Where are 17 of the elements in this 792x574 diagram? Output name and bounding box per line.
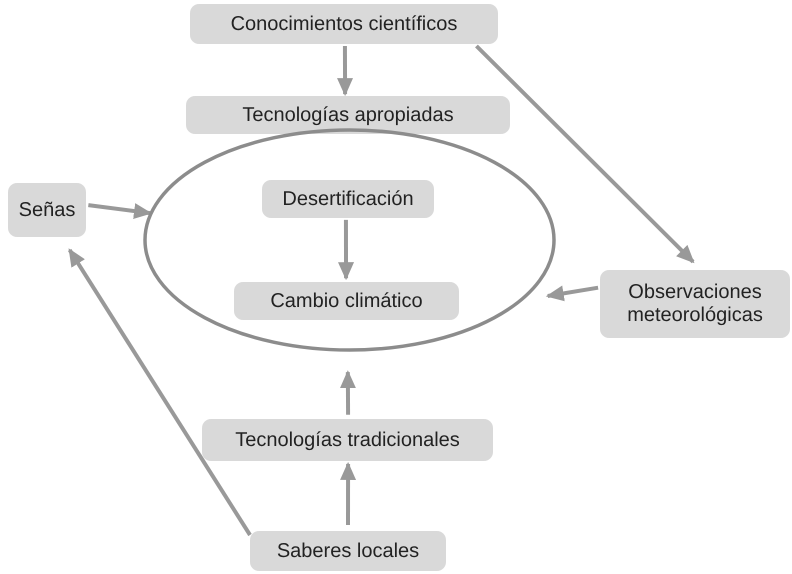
text-box: Saberes locales [250, 531, 446, 571]
text-box: Desertificación [262, 180, 434, 218]
text-box: Tecnologías tradicionales [202, 419, 493, 461]
text-box: Tecnologías apropiadas [186, 96, 510, 134]
text-box: Cambio climático [234, 282, 459, 320]
arrow [88, 203, 152, 219]
arrow [340, 370, 356, 415]
text-box: Observaciones meteorológicas [600, 270, 790, 338]
arrow [338, 220, 354, 280]
text-box: Señas [8, 183, 86, 237]
text-box: Conocimientos científicos [190, 4, 498, 44]
arrow [68, 248, 252, 536]
ellipse-outline [143, 128, 556, 352]
arrow [340, 462, 356, 525]
arrow [475, 44, 695, 264]
arrow [337, 46, 354, 96]
arrow [546, 286, 598, 302]
